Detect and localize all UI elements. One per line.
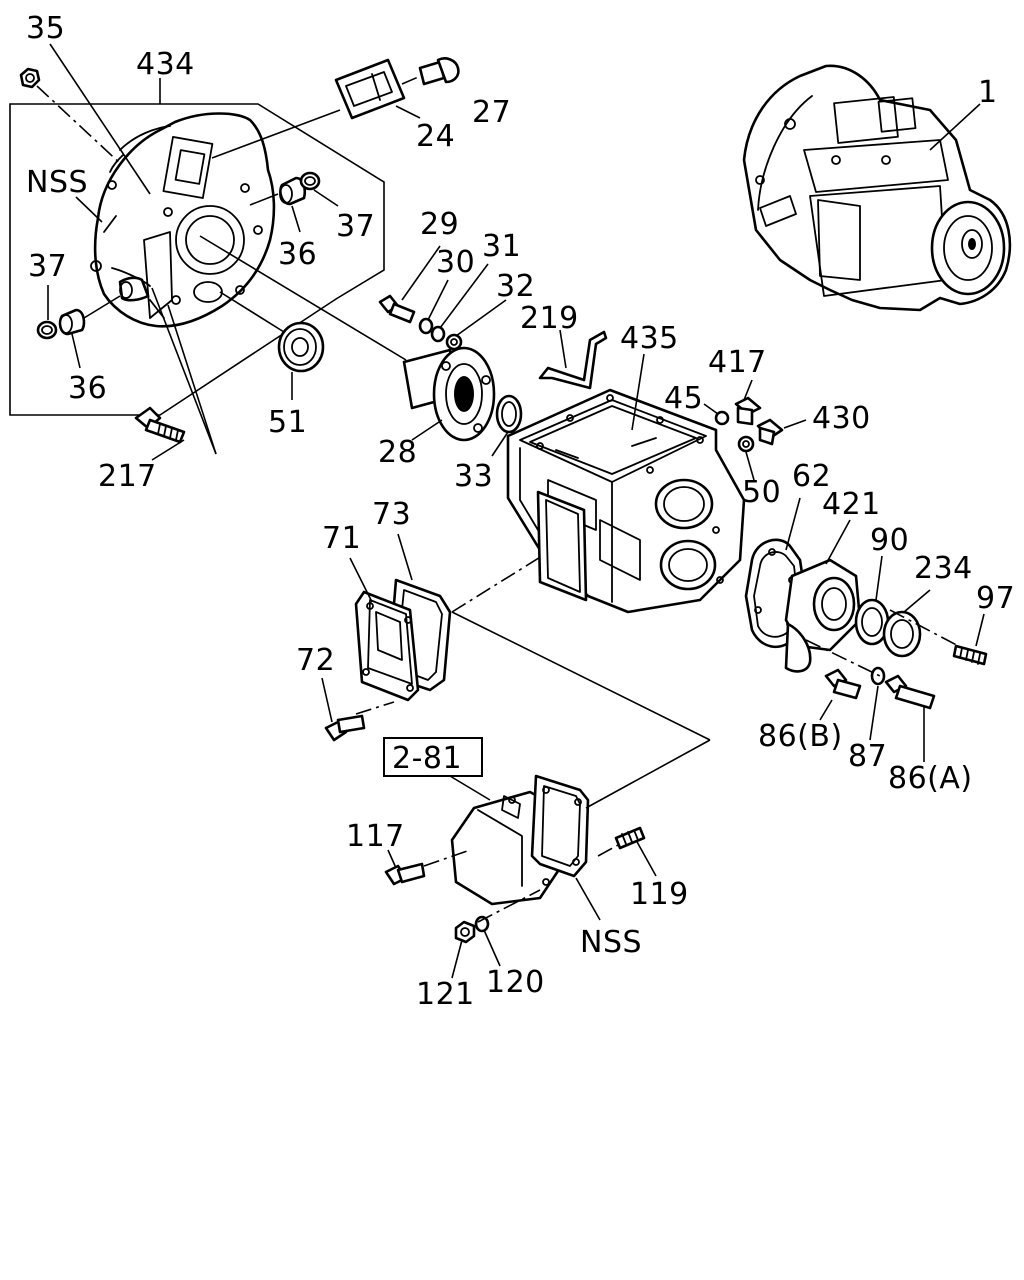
callout-421: 421 — [822, 487, 881, 522]
part-119-stud — [614, 826, 646, 850]
part-217-bolt — [134, 406, 186, 444]
part-nss-gasket-lower — [530, 774, 590, 878]
callout-24: 24 — [416, 119, 455, 154]
part-90-bearing — [854, 598, 890, 646]
part-121-nut — [454, 920, 476, 944]
callout-117: 117 — [346, 819, 405, 854]
callout-234: 234 — [914, 551, 973, 586]
part-37-plug-lower — [36, 320, 58, 340]
part-33-oil-seal — [495, 394, 523, 434]
part-50-washer — [737, 435, 755, 453]
part-86a-bolt — [884, 674, 936, 710]
part-435-transmission-case — [506, 388, 746, 614]
reference-label-2-81: 2-81 — [392, 741, 462, 776]
part-29-bolt — [378, 294, 416, 324]
part-51-seal-cap — [277, 321, 325, 373]
part-35-nut — [19, 67, 41, 89]
callout-86b: 86(B) — [758, 719, 843, 754]
callout-119: 119 — [630, 877, 689, 912]
part-32-washer — [445, 333, 463, 351]
part-37-plug-upper — [299, 171, 321, 191]
part-87-washer — [870, 666, 886, 686]
callout-97: 97 — [976, 581, 1015, 616]
part-27-bolt — [418, 57, 460, 86]
part-45-washer — [714, 410, 730, 426]
callout-32: 32 — [496, 269, 535, 304]
callout-nss-lower: NSS — [580, 925, 642, 960]
callout-120: 120 — [486, 965, 545, 1000]
callout-62: 62 — [792, 459, 831, 494]
callout-30: 30 — [436, 245, 475, 280]
part-28-bearing-retainer — [402, 346, 496, 442]
part-117-bolt — [384, 862, 426, 886]
part-36-bushing-lower — [58, 308, 86, 336]
callout-29: 29 — [420, 207, 459, 242]
callout-33: 33 — [454, 459, 493, 494]
callout-36-upper: 36 — [278, 237, 317, 272]
callout-72: 72 — [296, 643, 335, 678]
callout-435: 435 — [620, 321, 679, 356]
callout-37-upper: 37 — [336, 209, 375, 244]
callout-90: 90 — [870, 523, 909, 558]
part-30-washer — [418, 317, 434, 335]
part-71-side-cover — [354, 590, 420, 702]
part-417-bolt — [734, 396, 762, 426]
part-434-clutch-housing — [90, 112, 276, 328]
callout-35: 35 — [26, 11, 65, 46]
callout-nss-upper: NSS — [26, 165, 88, 200]
part-120-washer — [474, 915, 490, 933]
callout-121: 121 — [416, 977, 475, 1012]
callout-219: 219 — [520, 301, 579, 336]
part-1-transmission-assembly — [742, 64, 1012, 312]
callout-31: 31 — [482, 229, 521, 264]
callout-27: 27 — [472, 95, 511, 130]
part-219-bracket — [538, 330, 608, 390]
callout-87: 87 — [848, 739, 887, 774]
callout-434: 434 — [136, 47, 195, 82]
callout-45: 45 — [664, 381, 703, 416]
reference-box-2-81: 2-81 — [383, 737, 483, 777]
part-430-plug — [756, 418, 784, 446]
callout-217: 217 — [98, 459, 157, 494]
callout-36-lower: 36 — [68, 371, 107, 406]
callout-1: 1 — [978, 75, 998, 110]
part-86b-bolt — [824, 668, 862, 700]
part-234-seal — [882, 610, 922, 658]
callout-86a: 86(A) — [888, 761, 973, 796]
part-31-washer — [430, 325, 446, 343]
part-72-bolt — [324, 714, 366, 742]
callout-417: 417 — [708, 345, 767, 380]
callout-50: 50 — [742, 475, 781, 510]
callouts: 35 434 NSS 37 36 24 27 37 36 1 29 30 31 … — [26, 11, 1015, 1012]
callout-28: 28 — [378, 435, 417, 470]
callout-73: 73 — [372, 497, 411, 532]
part-24-cover — [334, 58, 406, 120]
group-outline-434 — [9, 103, 385, 416]
callout-71: 71 — [322, 521, 361, 556]
callout-37-lower: 37 — [28, 249, 67, 284]
part-421-extension-housing — [784, 558, 862, 673]
part-97-stud — [952, 644, 988, 666]
callout-430: 430 — [812, 401, 871, 436]
callout-51: 51 — [268, 405, 307, 440]
